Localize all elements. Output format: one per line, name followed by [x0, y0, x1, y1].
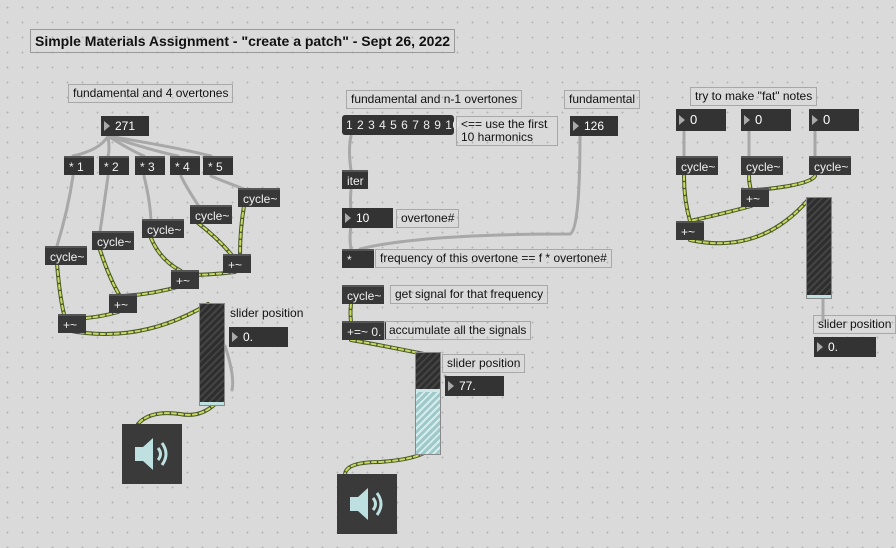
middle-comment: fundamental and n-1 overtones	[346, 90, 523, 109]
middle-fundamental-number[interactable]: 126	[570, 116, 618, 136]
patch-title: Simple Materials Assignment - "create a …	[30, 29, 456, 53]
speaker-icon	[350, 488, 383, 520]
number-arrow-icon	[448, 381, 454, 391]
overtone-comment: overtone#	[396, 209, 460, 228]
left-cycle-3[interactable]: cycle~	[142, 219, 184, 238]
middle-slider-value: 77.	[459, 379, 476, 393]
accumulator-object[interactable]: +=~ 0.	[342, 321, 386, 340]
left-cycle-4[interactable]: cycle~	[190, 205, 232, 224]
number-arrow-icon	[104, 121, 110, 131]
oscillator-comment: get signal for that frequency	[390, 285, 549, 304]
left-cycle-1[interactable]: cycle~	[45, 246, 87, 265]
number-arrow-icon	[232, 332, 238, 342]
left-cycle-2[interactable]: cycle~	[92, 231, 134, 250]
right-slider-label: slider position	[813, 315, 896, 334]
left-fundamental-value: 271	[115, 119, 136, 133]
accumulator-comment: accumulate all the signals	[384, 321, 532, 340]
left-adder-2[interactable]: +~	[109, 294, 137, 313]
multiply-comment: frequency of this overtone == f * overto…	[375, 249, 612, 268]
multiply-5[interactable]: * 5	[203, 156, 233, 175]
harmonic-7[interactable]: 7	[412, 118, 420, 132]
harmonic-2[interactable]: 2	[357, 118, 365, 132]
middle-cycle[interactable]: cycle~	[342, 285, 384, 304]
multiply-1[interactable]: * 1	[64, 156, 94, 175]
slider-knob[interactable]	[807, 295, 831, 298]
right-number-1-value: 0	[690, 112, 698, 127]
right-comment: try to make "fat" notes	[690, 87, 818, 106]
right-adder-2[interactable]: +~	[741, 188, 769, 207]
right-cycle-3[interactable]: cycle~	[809, 156, 851, 175]
harmonics-menu[interactable]: 1 2 3 4 5 6 7 8 9 10	[342, 115, 459, 135]
speaker-icon	[135, 438, 168, 470]
number-arrow-icon	[744, 115, 750, 125]
right-gain-slider[interactable]	[806, 197, 832, 299]
left-adder-4[interactable]: +~	[223, 254, 251, 273]
left-adder-1[interactable]: +~	[58, 314, 86, 333]
left-adder-3[interactable]: +~	[171, 270, 199, 289]
left-slider-number[interactable]: 0.	[229, 327, 288, 347]
harmonic-9[interactable]: 9	[434, 118, 442, 132]
middle-ezdac-button[interactable]	[337, 474, 397, 534]
middle-gain-slider[interactable]	[415, 352, 441, 455]
left-comment: fundamental and 4 overtones	[68, 84, 234, 103]
overtone-number[interactable]: 10	[342, 208, 393, 228]
number-arrow-icon	[679, 115, 685, 125]
harmonic-10[interactable]: 10	[445, 118, 460, 132]
right-cycle-1[interactable]: cycle~	[676, 156, 718, 175]
right-number-2[interactable]: 0	[741, 109, 791, 131]
right-number-2-value: 0	[755, 112, 763, 127]
right-number-3-value: 0	[823, 112, 831, 127]
overtone-value: 10	[356, 211, 370, 225]
harmonic-4[interactable]: 4	[379, 118, 387, 132]
left-fundamental-number[interactable]: 271	[101, 116, 149, 136]
multiply-4[interactable]: * 4	[170, 156, 200, 175]
harmonic-1[interactable]: 1	[346, 118, 354, 132]
number-arrow-icon	[817, 342, 823, 352]
fundamental-comment: fundamental	[564, 90, 641, 109]
right-number-1[interactable]: 0	[676, 109, 726, 131]
middle-fundamental-value: 126	[584, 119, 605, 133]
iter-object[interactable]: iter	[342, 170, 368, 189]
right-number-3[interactable]: 0	[809, 109, 859, 131]
middle-slider-number[interactable]: 77.	[445, 376, 504, 396]
multiply-object[interactable]: *	[342, 249, 374, 268]
slider-fill	[416, 389, 440, 454]
multiply-2[interactable]: * 2	[99, 156, 129, 175]
number-arrow-icon	[345, 213, 351, 223]
harmonic-5[interactable]: 5	[390, 118, 398, 132]
number-arrow-icon	[573, 121, 579, 131]
number-arrow-icon	[812, 115, 818, 125]
harmonics-comment: <== use the first 10 harmonics	[456, 116, 558, 146]
harmonic-6[interactable]: 6	[401, 118, 409, 132]
left-cycle-5[interactable]: cycle~	[238, 188, 280, 207]
right-slider-value: 0.	[828, 340, 839, 354]
right-adder-1[interactable]: +~	[676, 221, 704, 240]
middle-slider-label: slider position	[442, 354, 526, 373]
right-slider-number[interactable]: 0.	[814, 337, 876, 357]
multiply-3[interactable]: * 3	[135, 156, 165, 175]
left-slider-value: 0.	[243, 330, 254, 344]
right-cycle-2[interactable]: cycle~	[741, 156, 783, 175]
left-ezdac-button[interactable]	[122, 424, 182, 484]
slider-knob[interactable]	[200, 402, 224, 405]
left-slider-label: slider position	[230, 306, 304, 320]
harmonic-3[interactable]: 3	[368, 118, 376, 132]
left-gain-slider[interactable]	[199, 303, 225, 406]
harmonic-8[interactable]: 8	[423, 118, 431, 132]
